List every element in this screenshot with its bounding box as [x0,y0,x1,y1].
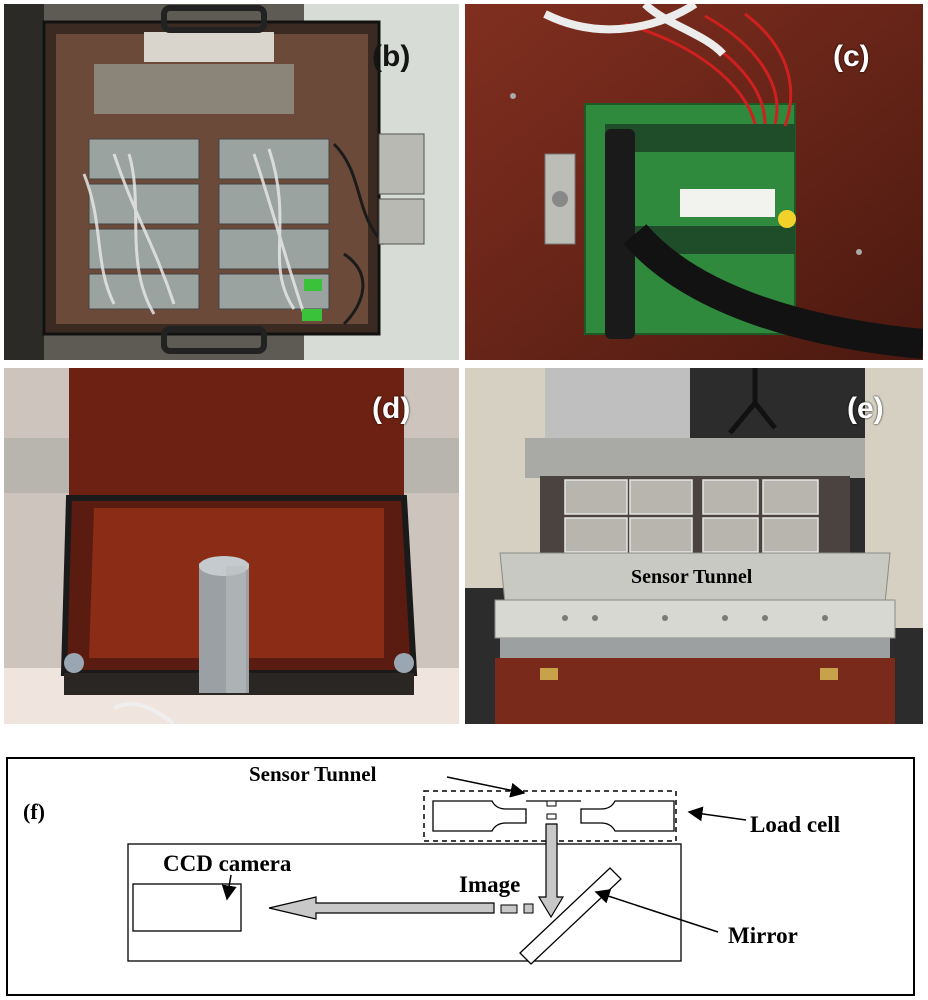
panel-label-e: (e) [847,392,884,425]
schematic-panel-f: (f) Sensor Tunnel Load cell CCD camera I… [6,757,916,997]
photo-panel-d: (d) [4,368,459,724]
ccd-camera-label: CCD camera [163,851,292,876]
photo-panel-c: (c) [465,4,923,360]
sensor-tunnel-label: Sensor Tunnel [249,762,377,786]
ccd-camera-box [132,883,242,932]
left-load-cell [432,800,527,832]
panel-label-c: (c) [833,40,870,73]
right-load-cell [580,800,675,832]
sensor-tunnel-caption: Sensor Tunnel [631,566,753,588]
photo-panel-e: (e) Sensor Tunnel [465,368,923,724]
sensor-tunnel-photo [465,368,923,724]
vertical-light-arrow [537,823,565,919]
mirror-label: Mirror [728,923,798,948]
panel-label-f: (f) [23,799,45,824]
image-label: Image [459,872,521,897]
schematic-drawing [6,757,915,996]
wiring-box-photo [4,4,459,360]
photo-panel-b: (b) [4,4,459,360]
horizontal-light-arrow [268,896,495,920]
panel-label-b: (b) [372,40,411,73]
load-cell-label: Load cell [750,812,841,837]
panel-label-d: (d) [372,392,411,425]
terminal-board-photo [465,4,923,360]
open-enclosure-photo [4,368,459,724]
